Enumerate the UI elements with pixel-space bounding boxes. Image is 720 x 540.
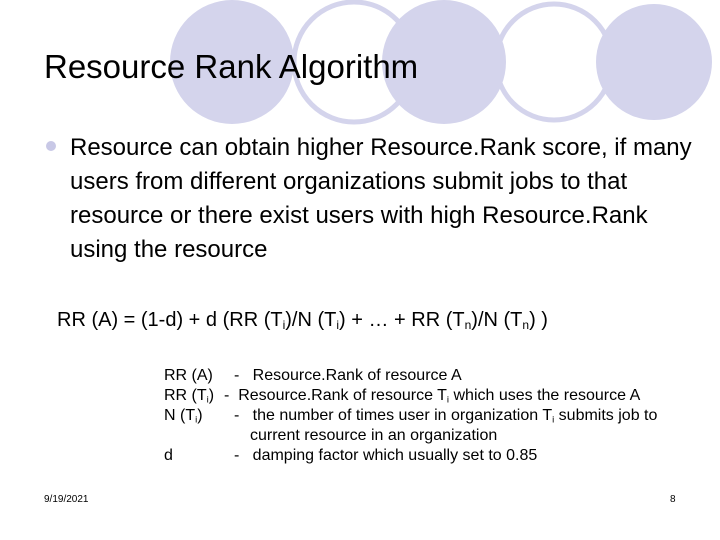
definition-term: RR (Ti): [164, 386, 214, 410]
desc-text: the number of times user in organization…: [252, 407, 553, 424]
formula-part: )/N (T: [471, 309, 523, 331]
term-text: ): [208, 387, 215, 404]
term-text: ): [197, 407, 203, 424]
slide-title: Resource Rank Algorithm: [44, 48, 419, 85]
definition-term: RR (A): [164, 367, 213, 384]
definition-desc: - the number of times user in organizati…: [234, 406, 657, 430]
definition-term: d: [164, 447, 173, 464]
desc-subscript: i: [552, 414, 555, 426]
term-text: N (T: [164, 407, 196, 424]
deco-circle-3: [382, 0, 506, 124]
formula-subscript: i: [336, 318, 340, 332]
term-text: RR (T: [164, 387, 207, 404]
dash: -: [224, 387, 230, 404]
formula-subscript: n: [464, 318, 472, 332]
deco-circle-4: [493, 1, 615, 123]
page-number: 8: [670, 494, 676, 505]
decorative-circles: [170, 0, 712, 125]
desc-text: submits job to: [554, 407, 658, 424]
desc-subscript: i: [446, 394, 450, 406]
deco-circle-5: [596, 4, 712, 120]
formula-part: ) ): [529, 309, 548, 331]
formula-part: )/N (T: [285, 309, 337, 331]
desc-text: which uses the resource A: [449, 387, 641, 404]
definition-term: N (Ti): [164, 406, 203, 430]
definition-desc: - damping factor which usually set to 0.…: [234, 446, 537, 466]
formula-part: RR (A) = (1-d) + d (RR (T: [57, 309, 283, 331]
definition-desc: - Resource.Rank of resource A: [234, 366, 462, 386]
term-subscript: i: [206, 394, 209, 406]
desc-text: damping factor which usually set to 0.85: [252, 447, 538, 464]
dash: -: [234, 407, 240, 424]
formula-part: ) + … + RR (T: [339, 309, 465, 331]
dash: -: [234, 367, 240, 384]
deco-circle-1: [170, 0, 294, 124]
dash: -: [234, 447, 240, 464]
desc-text: Resource.Rank of resource T: [238, 387, 447, 404]
formula: RR (A) = (1-d) + d (RR (Ti)/N (Ti) + … +…: [57, 309, 548, 332]
bullet-text: Resource can obtain higher Resource.Rank…: [70, 134, 692, 263]
footer-date: 9/19/2021: [44, 494, 89, 505]
bullet-icon: [46, 141, 56, 151]
definition-desc-continued: current resource in an organization: [250, 427, 498, 444]
desc-text: Resource.Rank of resource A: [252, 367, 462, 384]
term-subscript: i: [195, 414, 198, 426]
definition-desc: - Resource.Rank of resource Ti which use…: [224, 386, 640, 410]
formula-subscript: i: [282, 318, 286, 332]
formula-subscript: n: [522, 318, 530, 332]
